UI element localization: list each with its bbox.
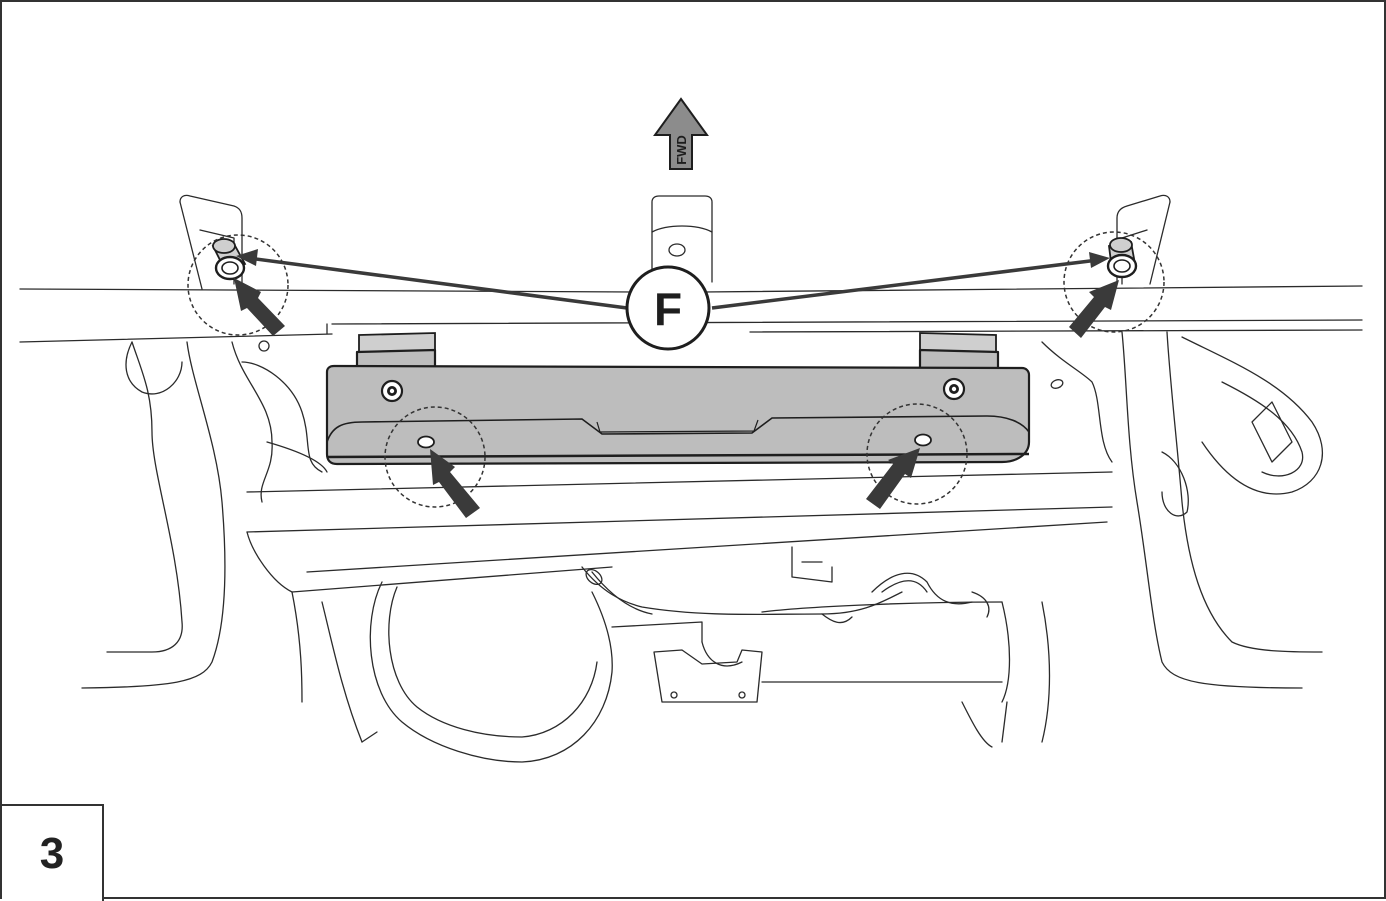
pointer-arrow-icon (234, 278, 1119, 518)
step-number-box: 3 (2, 804, 104, 901)
center-frame-bracket (651, 195, 713, 293)
right-flange-nut (942, 377, 966, 401)
left-frame-member (81, 340, 363, 743)
right-bolt-highlight-circle (1063, 231, 1165, 333)
right-frame-member (1041, 331, 1323, 689)
right-hole-highlight-circle (866, 403, 968, 505)
callout-leader-lines (236, 249, 1110, 310)
arrow-up-icon: FWD (653, 97, 709, 170)
callout-f: F (625, 265, 711, 351)
left-bolt-highlight-circle (187, 234, 289, 336)
left-flange-nut (380, 379, 404, 403)
right-frame-bolt (1106, 237, 1138, 279)
right-access-hole (914, 433, 932, 447)
left-access-hole (417, 435, 435, 449)
callout-letter: F (654, 283, 682, 335)
frame-rail (19, 285, 1363, 593)
left-frame-bolt (211, 238, 247, 281)
step-number: 3 (39, 828, 65, 878)
skid-plate (325, 364, 1031, 466)
fwd-label: FWD (674, 135, 689, 165)
axle-housing (361, 581, 1051, 763)
wiring-harness (581, 546, 990, 624)
left-hole-highlight-circle (384, 406, 486, 508)
